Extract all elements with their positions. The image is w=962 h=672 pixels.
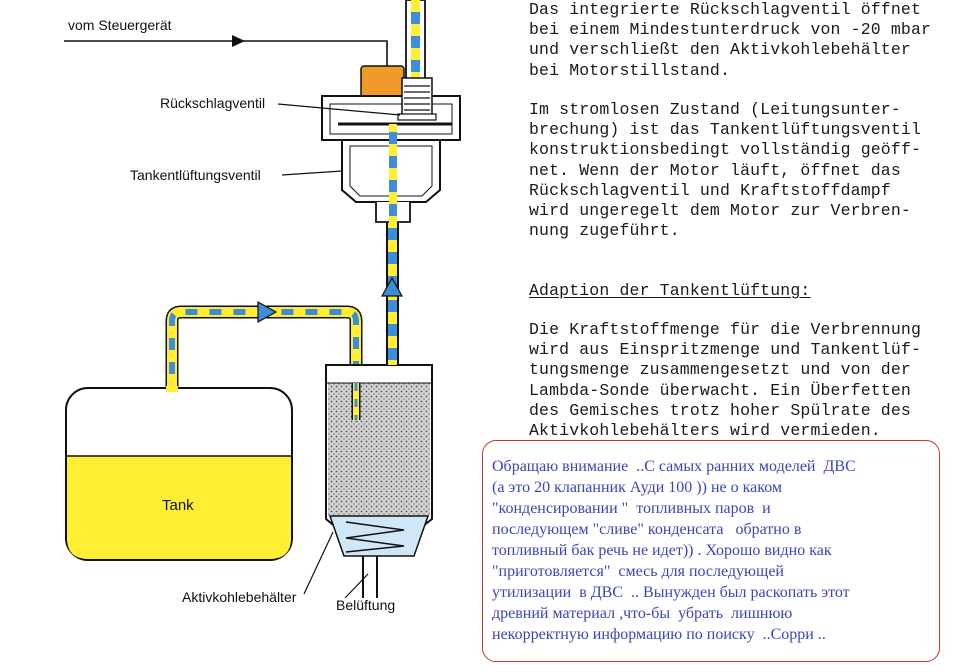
label-tank: Tank	[162, 497, 194, 514]
adaption-heading: Adaption der Tankentlüftung:	[529, 281, 811, 300]
label-tankentlueftungsventil: Tankentlüftungsventil	[130, 167, 261, 183]
tank-vent-valve	[321, 0, 461, 224]
purge-line	[380, 222, 404, 365]
fuel-tank	[65, 386, 293, 561]
description-paragraph-2: Im stromlosen Zustand (Leitungsunter- br…	[529, 100, 922, 241]
label-vom-steuergeraet: vom Steuergerät	[68, 17, 172, 33]
annotation-text: Обращаю внимание ..С самых ранних моделе…	[492, 458, 856, 643]
label-rueckschlagventil: Rückschlagventil	[160, 95, 265, 111]
label-aktivkohlebehaelter: Aktivkohlebehälter	[182, 589, 297, 605]
annotation-box	[482, 440, 940, 662]
control-signal-line	[64, 35, 388, 67]
flow-arrow-icon	[257, 300, 278, 324]
flow-arrow-icon	[380, 276, 404, 297]
label-belueftung: Belüftung	[336, 597, 395, 613]
leader-lines	[277, 103, 401, 599]
description-paragraph-3: Die Kraftstoffmenge für die Verbrennung …	[529, 320, 922, 441]
description-paragraph-1: Das integrierte Rückschlagventil öffnet …	[529, 0, 932, 80]
carbon-canister	[325, 364, 433, 598]
tank-vapour-hose	[165, 300, 363, 420]
